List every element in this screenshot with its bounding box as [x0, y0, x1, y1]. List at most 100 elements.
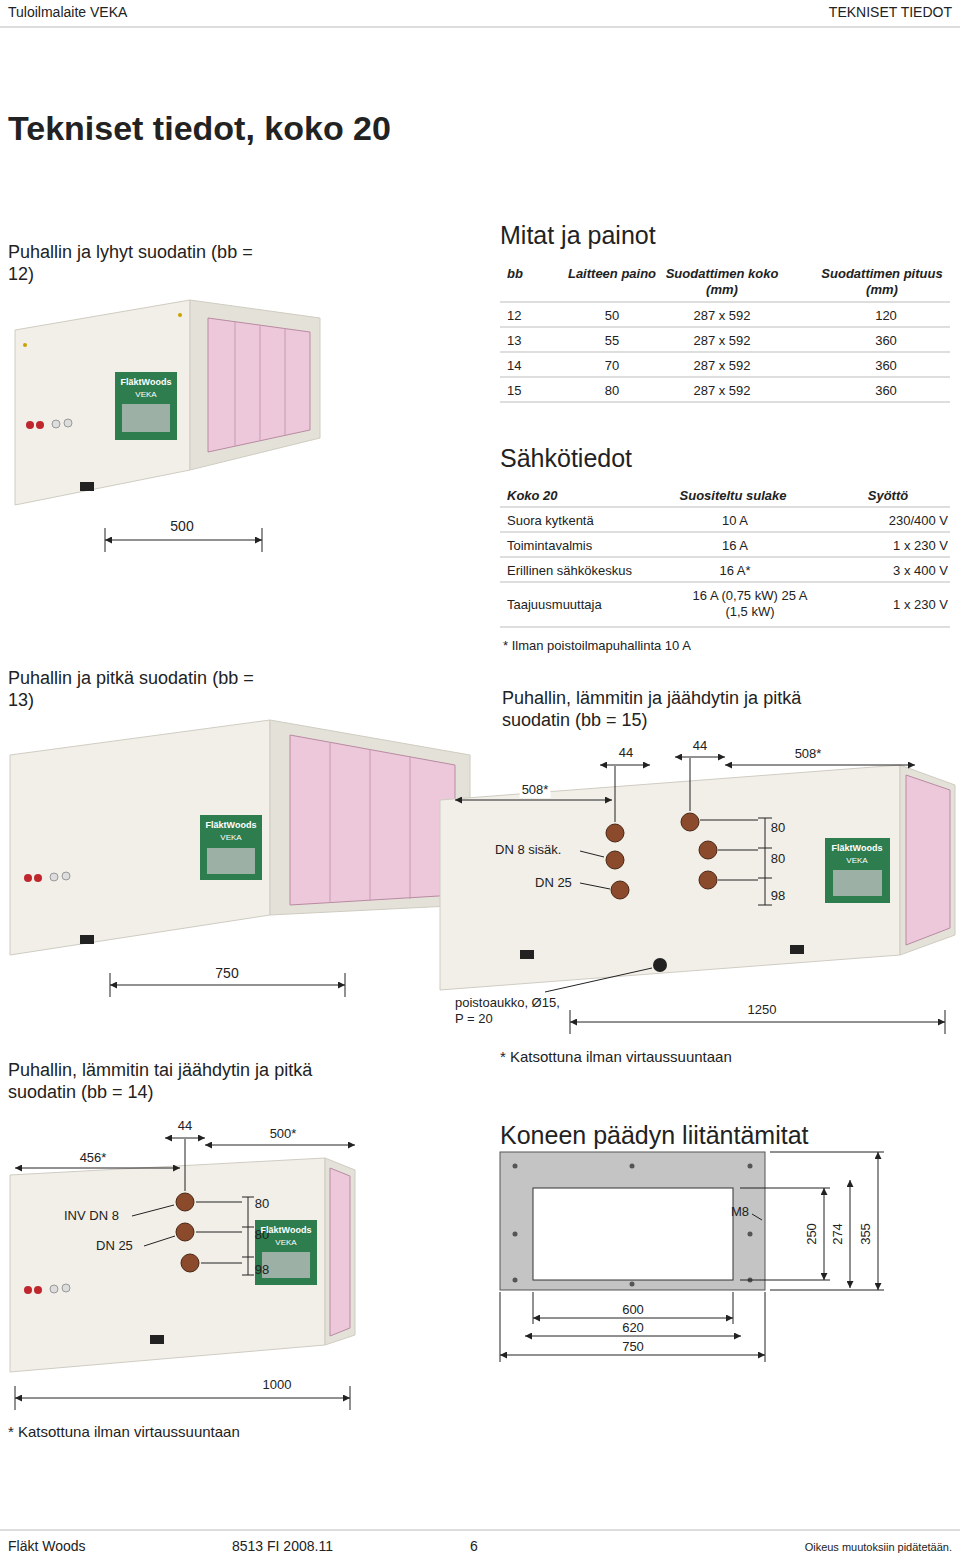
label-text: poistoaukko, Ø15, P = 20: [455, 995, 565, 1026]
label-text: 287 x 592: [693, 358, 750, 374]
label-text: DN 25: [96, 1238, 133, 1254]
label-text: 360: [875, 383, 897, 399]
label-text: Erillinen sähkökeskus: [507, 563, 632, 579]
label-text: 12: [507, 308, 521, 324]
label-text: 80: [771, 820, 785, 836]
label-text: 16 A (0,75 kW) 25 A (1,5 kW): [690, 588, 810, 619]
label-text: 287 x 592: [693, 308, 750, 324]
dimension-label: 456*: [78, 1150, 109, 1166]
label-text: * Ilman poistoilmapuhallinta 10 A: [503, 638, 691, 654]
label-text: 360: [875, 358, 897, 374]
label-text: Puhallin, lämmitin tai jäähdytin ja pitk…: [8, 1060, 348, 1103]
label-text: Toimintavalmis: [507, 538, 592, 554]
logo-text: VEKA: [275, 1238, 296, 1248]
page-title: Tekniset tiedot, koko 20: [8, 108, 391, 149]
label-text: 1 x 230 V: [893, 597, 948, 613]
logo-text: VEKA: [135, 390, 156, 400]
dimension-label: 44: [176, 1118, 194, 1134]
label-text: 620: [622, 1320, 644, 1336]
label-text: Puhallin, lämmitin ja jäähdytin ja pitkä…: [502, 688, 822, 731]
label-text: DN 25: [535, 875, 572, 891]
logo-text: VEKA: [846, 856, 867, 866]
logo-text: FläktWoods: [206, 820, 257, 831]
unit-bb15: [440, 765, 955, 990]
label-text: 14: [507, 358, 521, 374]
label-text: Koneen päädyn liitäntämitat: [500, 1120, 809, 1150]
label-text: 360: [875, 333, 897, 349]
label-text: Puhallin ja lyhyt suodatin (bb = 12): [8, 242, 268, 285]
label-text: Suodattimen pituus (mm): [807, 266, 957, 297]
end-frame: [500, 1152, 765, 1290]
label-text: Suodattimen koko (mm): [652, 266, 792, 297]
dimension-label: 44: [691, 738, 709, 754]
logo-text: FläktWoods: [121, 377, 172, 388]
label-text: 98: [771, 888, 785, 904]
label-text: Suositeltu sulake: [680, 488, 787, 504]
label-text: 80: [771, 851, 785, 867]
label-text: 80: [605, 383, 619, 399]
label-text: bb: [507, 266, 523, 282]
label-text: 287 x 592: [693, 383, 750, 399]
logo-text: VEKA: [220, 833, 241, 843]
label-text: 600: [622, 1302, 644, 1318]
label-text: Laitteen paino: [567, 266, 657, 282]
dimension-label: 355: [858, 1221, 874, 1247]
dimensions-bb15: [455, 757, 945, 1034]
label-text: Koko 20: [507, 488, 558, 504]
logo-text: FläktWoods: [832, 843, 883, 854]
label-text: 13: [507, 333, 521, 349]
label-text: 50: [605, 308, 619, 324]
label-text: 55: [605, 333, 619, 349]
label-text: 230/400 V: [889, 513, 948, 529]
unit-bb14: [10, 1158, 355, 1372]
label-text: Mitat ja painot: [500, 220, 656, 250]
label-text: 70: [605, 358, 619, 374]
label-text: DN 8 sisäk.: [495, 842, 561, 858]
label-text: Taajuusmuuttaja: [507, 597, 602, 613]
dimension-label: 508*: [520, 782, 551, 798]
label-text: Puhallin ja pitkä suodatin (bb = 13): [8, 668, 268, 711]
label-text: 750: [622, 1339, 644, 1355]
dimensions-frame: [500, 1152, 884, 1362]
unit-bb13: [10, 720, 470, 955]
label-text: 1 x 230 V: [893, 538, 948, 554]
dimension-label: 44: [617, 745, 635, 761]
table-rules: [500, 302, 950, 627]
label-text: INV DN 8: [64, 1208, 119, 1224]
label-text: 15: [507, 383, 521, 399]
label-text: 287 x 592: [693, 333, 750, 349]
dimension-label: 1000: [261, 1377, 294, 1393]
dimension-label: 1250: [746, 1002, 779, 1018]
label-text: Sähkötiedot: [500, 443, 632, 473]
label-text: Tuloilmalaite VEKA: [8, 4, 127, 21]
logo-text: FläktWoods: [261, 1225, 312, 1236]
label-text: Oikeus muutoksiin pidätetään.: [805, 1541, 952, 1554]
label-text: M8: [731, 1204, 749, 1220]
label-text: 120: [875, 308, 897, 324]
label-text: 6: [470, 1538, 478, 1554]
dimensions-bb14: [15, 1138, 355, 1410]
label-text: 3 x 400 V: [893, 563, 948, 579]
dimension-label: 500*: [268, 1126, 299, 1142]
label-text: Syöttö: [868, 488, 908, 504]
label-text: 98: [255, 1262, 269, 1278]
label-text: 10 A: [722, 513, 748, 529]
unit-bb12: [15, 300, 320, 505]
label-text: 80: [255, 1196, 269, 1212]
dimension-label: 274: [830, 1221, 846, 1247]
dimension-label: 508*: [793, 746, 824, 762]
label-text: TEKNISET TIEDOT: [829, 4, 952, 21]
label-text: * Katsottuna ilman virtaussuuntaan: [500, 1048, 732, 1066]
label-text: Fläkt Woods: [8, 1538, 86, 1554]
label-text: 8513 FI 2008.11: [232, 1538, 333, 1554]
label-text: * Katsottuna ilman virtaussuuntaan: [8, 1423, 240, 1441]
label-text: 16 A*: [719, 563, 750, 579]
dimension-label: 500: [168, 518, 195, 535]
dimension-label: 750: [213, 965, 240, 982]
label-text: 16 A: [722, 538, 748, 554]
label-text: Suora kytkentä: [507, 513, 594, 529]
header-rule: [0, 27, 960, 1530]
dimension-label: 250: [804, 1221, 820, 1247]
